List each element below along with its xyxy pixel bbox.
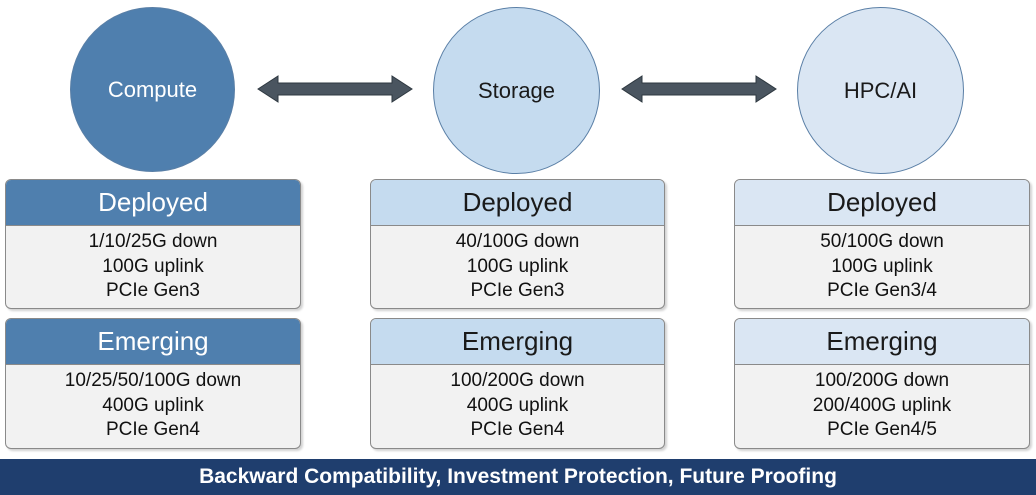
card-line: 100G uplink [831, 255, 933, 277]
card-title: Emerging [735, 319, 1029, 365]
compute-storage-double-arrow [257, 75, 413, 103]
card-line: 10/25/50/100G down [64, 370, 242, 391]
card-line: PCIe Gen3 [106, 280, 200, 301]
hpc-ai-circle: HPC/AI [797, 7, 964, 174]
card-line: 50/100G down [820, 231, 944, 252]
compute-circle: Compute [70, 7, 235, 172]
card-line: 100G uplink [466, 255, 569, 277]
compute-deployed-card: Deployed 1/10/25G down 100G uplink PCIe … [5, 179, 301, 309]
card-line: PCIe Gen3 [470, 280, 565, 301]
hpc-ai-emerging-card: Emerging 100/200G down 200/400G uplink P… [734, 318, 1030, 449]
card-title: Deployed [6, 180, 300, 226]
hpc-ai-deployed-card: Deployed 50/100G down 100G uplink PCIe G… [734, 179, 1030, 309]
storage-emerging-card: Emerging 100/200G down 400G uplink PCIe … [370, 318, 665, 449]
storage-label: Storage [477, 77, 556, 103]
card-line: PCIe Gen4/5 [827, 419, 937, 440]
card-line: 400G uplink [466, 394, 569, 416]
card-line: 400G uplink [102, 394, 204, 416]
card-title: Emerging [6, 319, 300, 365]
card-line: 100G uplink [102, 255, 204, 277]
card-line: 100/200G down [814, 370, 950, 391]
hpc-ai-label: HPC/AI [843, 77, 918, 103]
card-line: 1/10/25G down [88, 231, 218, 252]
card-title: Deployed [735, 180, 1029, 226]
compute-emerging-card: Emerging 10/25/50/100G down 400G uplink … [5, 318, 301, 449]
storage-hpc-double-arrow [621, 75, 777, 103]
card-line: PCIe Gen4 [470, 419, 565, 440]
card-line: 100/200G down [450, 370, 585, 391]
card-line: PCIe Gen4 [106, 419, 200, 440]
card-line: 40/100G down [455, 231, 580, 252]
storage-deployed-card: Deployed 40/100G down 100G uplink PCIe G… [370, 179, 665, 309]
card-line: 200/400G uplink [812, 394, 952, 416]
footer-text: Backward Compatibility, Investment Prote… [199, 465, 837, 488]
storage-circle: Storage [433, 7, 600, 174]
card-title: Deployed [371, 180, 664, 226]
footer-banner: Backward Compatibility, Investment Prote… [0, 459, 1036, 495]
card-title: Emerging [371, 319, 664, 365]
compute-label: Compute [107, 76, 198, 102]
card-line: PCIe Gen3/4 [827, 280, 937, 301]
